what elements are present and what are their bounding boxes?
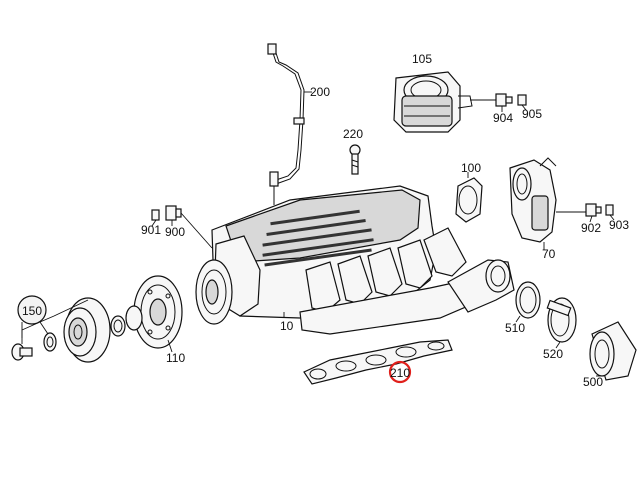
highlight-ring-210 <box>388 360 412 384</box>
part-903-clip[interactable] <box>605 204 614 216</box>
part-500-hose[interactable] <box>589 321 637 381</box>
part-200-sensor-line[interactable] <box>267 43 305 205</box>
label-520[interactable]: 520 <box>543 347 563 361</box>
part-10-supercharger[interactable] <box>195 185 515 335</box>
part-70-throttle-body[interactable] <box>509 157 557 243</box>
label-110[interactable]: 110 <box>166 351 185 365</box>
label-150[interactable]: 150 <box>22 304 42 318</box>
part-150-hub[interactable] <box>63 297 111 363</box>
label-200[interactable]: 200 <box>310 85 330 99</box>
part-900-connector[interactable] <box>165 205 182 221</box>
label-900[interactable]: 900 <box>165 225 185 239</box>
label-210[interactable]: 210 <box>390 366 410 380</box>
label-903[interactable]: 903 <box>609 218 629 232</box>
cooling-fins <box>262 209 374 267</box>
label-150-bubble <box>17 295 47 325</box>
part-520-clamp[interactable] <box>546 297 577 343</box>
part-220-bolt[interactable] <box>349 144 361 175</box>
label-905[interactable]: 905 <box>522 107 542 121</box>
part-150-washer[interactable] <box>43 332 57 352</box>
part-510-seal-ring[interactable] <box>515 281 541 319</box>
label-105[interactable]: 105 <box>412 52 432 66</box>
label-500[interactable]: 500 <box>583 375 603 389</box>
label-902[interactable]: 902 <box>581 221 601 235</box>
part-905-clip[interactable] <box>517 94 527 106</box>
part-110-pulley[interactable] <box>125 275 183 349</box>
label-100[interactable]: 100 <box>461 161 481 175</box>
part-902-connector[interactable] <box>585 203 602 217</box>
part-210-manifold-gasket[interactable] <box>303 339 453 385</box>
label-70[interactable]: 70 <box>542 247 556 261</box>
label-510[interactable]: 510 <box>505 321 525 335</box>
part-904-connector[interactable] <box>495 93 513 107</box>
part-100-gasket[interactable] <box>455 177 483 223</box>
label-904[interactable]: 904 <box>493 111 513 125</box>
part-o-ring[interactable] <box>110 315 126 337</box>
label-10[interactable]: 10 <box>280 319 294 333</box>
part-105-throttle-body[interactable] <box>393 71 473 133</box>
label-901[interactable]: 901 <box>141 223 161 237</box>
label-220[interactable]: 220 <box>343 127 363 141</box>
part-901-clip[interactable] <box>151 209 160 221</box>
part-150-bolt[interactable] <box>11 343 33 361</box>
